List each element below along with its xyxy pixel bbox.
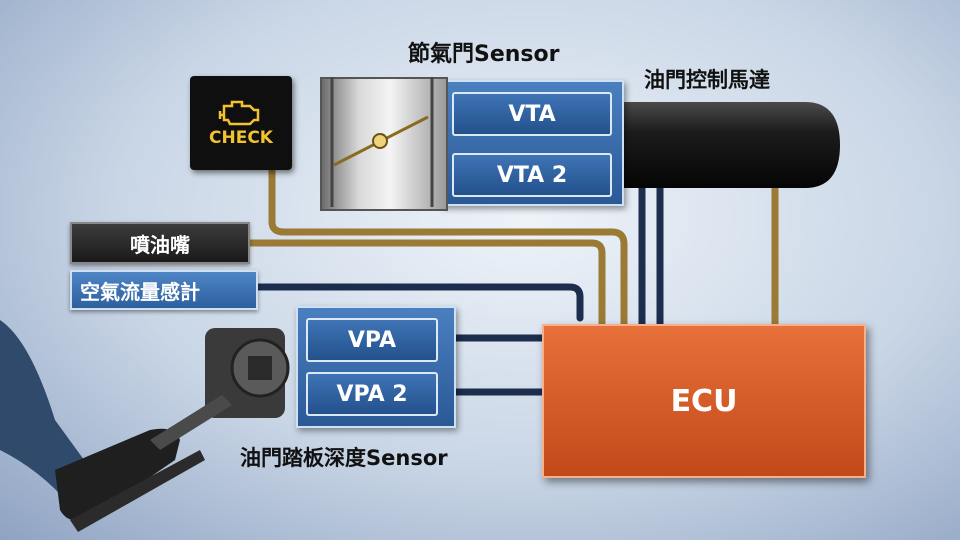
airflow-wire <box>244 283 584 322</box>
check-engine-text: CHECK <box>209 128 273 148</box>
vta2-chip: VTA 2 <box>452 153 612 197</box>
accelerator-pedal-illustration <box>0 320 290 532</box>
ecu-box: ECU <box>542 324 866 478</box>
throttle-valve-icon <box>330 77 434 207</box>
throttle-motor-title: 油門控制馬達 <box>644 68 770 92</box>
injector-label: 噴油嘴 <box>70 222 250 264</box>
airflow-sensor-label: 空氣流量感計 <box>70 270 258 310</box>
engine-icon <box>218 100 260 126</box>
pedal-sensor-title: 油門踏板深度Sensor <box>240 446 448 470</box>
throttle-sensor-title: 節氣門Sensor <box>408 42 560 67</box>
vpa2-chip: VPA 2 <box>306 372 438 416</box>
check-wire <box>268 166 628 330</box>
vta-chip: VTA <box>452 92 612 136</box>
vpa-chip: VPA <box>306 318 438 362</box>
injector-wire <box>244 239 606 330</box>
throttle-motor-illustration <box>600 102 840 188</box>
throttle-body <box>320 77 448 211</box>
check-engine-light: CHECK <box>190 76 292 170</box>
